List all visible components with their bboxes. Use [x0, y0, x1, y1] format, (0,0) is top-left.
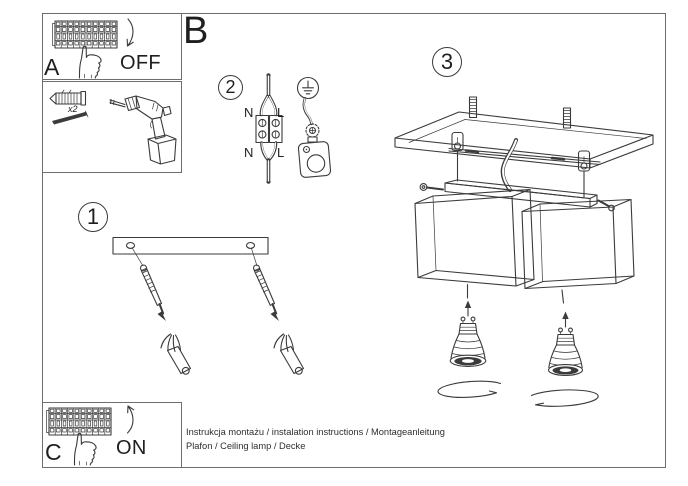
earth-symbol-icon — [296, 76, 320, 100]
wall-anchor-icon — [49, 89, 87, 106]
footer-line-2: Plafon / Ceiling lamp / Decke — [186, 441, 306, 451]
rotate-arrow-left — [437, 380, 502, 398]
section-label-b: B — [183, 10, 209, 52]
screw-icon — [52, 110, 89, 125]
anchor-quantity-label: x2 — [68, 104, 78, 114]
shade-cube-right — [521, 198, 635, 304]
wire-label-n-bottom: N — [244, 145, 254, 160]
step-1-number: 1 — [86, 204, 100, 229]
circuit-breaker-icon-c — [45, 407, 112, 436]
panel-a-label: A — [44, 54, 60, 80]
earth-clamp-icon — [297, 97, 332, 178]
circuit-breaker-icon-a — [51, 20, 118, 49]
rotate-arrow-right — [530, 389, 599, 407]
screw-and-anchor-left — [132, 248, 192, 375]
wire-label-l-bottom: L — [277, 145, 285, 160]
footer-line-1: Instrukcja montażu / instalation instruc… — [186, 427, 445, 437]
step-3-badge: 3 — [432, 47, 462, 77]
step-3-number: 3 — [440, 49, 454, 74]
hanging-tab-left — [451, 131, 464, 182]
bar-screw-right — [597, 199, 615, 212]
arrow-down-icon — [126, 18, 134, 47]
hanging-tab-right — [577, 150, 591, 198]
threaded-stud-left — [468, 96, 478, 119]
drill-icon — [109, 95, 177, 165]
wire-label-n-top: N — [244, 105, 254, 120]
hand-press-icon-c — [73, 432, 97, 466]
terminal-block-diagram — [255, 73, 283, 184]
step-1-badge: 1 — [78, 202, 108, 232]
gu10-bulb-right — [547, 327, 584, 376]
mounting-bar — [112, 236, 269, 255]
hand-press-icon-a — [78, 45, 102, 79]
switch-on-label: ON — [116, 437, 147, 459]
gu10-bulb-left — [449, 316, 487, 367]
ceiling-plate — [394, 111, 654, 169]
switch-off-label: OFF — [120, 52, 161, 74]
shade-cube-left — [414, 188, 535, 299]
panel-c-label: C — [45, 439, 62, 465]
lamp-bar — [444, 179, 598, 208]
bar-screw-left — [419, 183, 444, 191]
threaded-stud-right — [562, 107, 572, 129]
step-2-number: 2 — [225, 77, 236, 97]
insert-arrow-right — [562, 311, 569, 328]
power-cable — [500, 138, 518, 192]
screw-and-anchor-right — [251, 248, 305, 375]
step-2-badge: 2 — [218, 75, 243, 100]
wire-label-l-top: L — [277, 105, 285, 120]
insert-arrow-left — [464, 300, 472, 317]
arrow-up-icon — [126, 405, 135, 434]
